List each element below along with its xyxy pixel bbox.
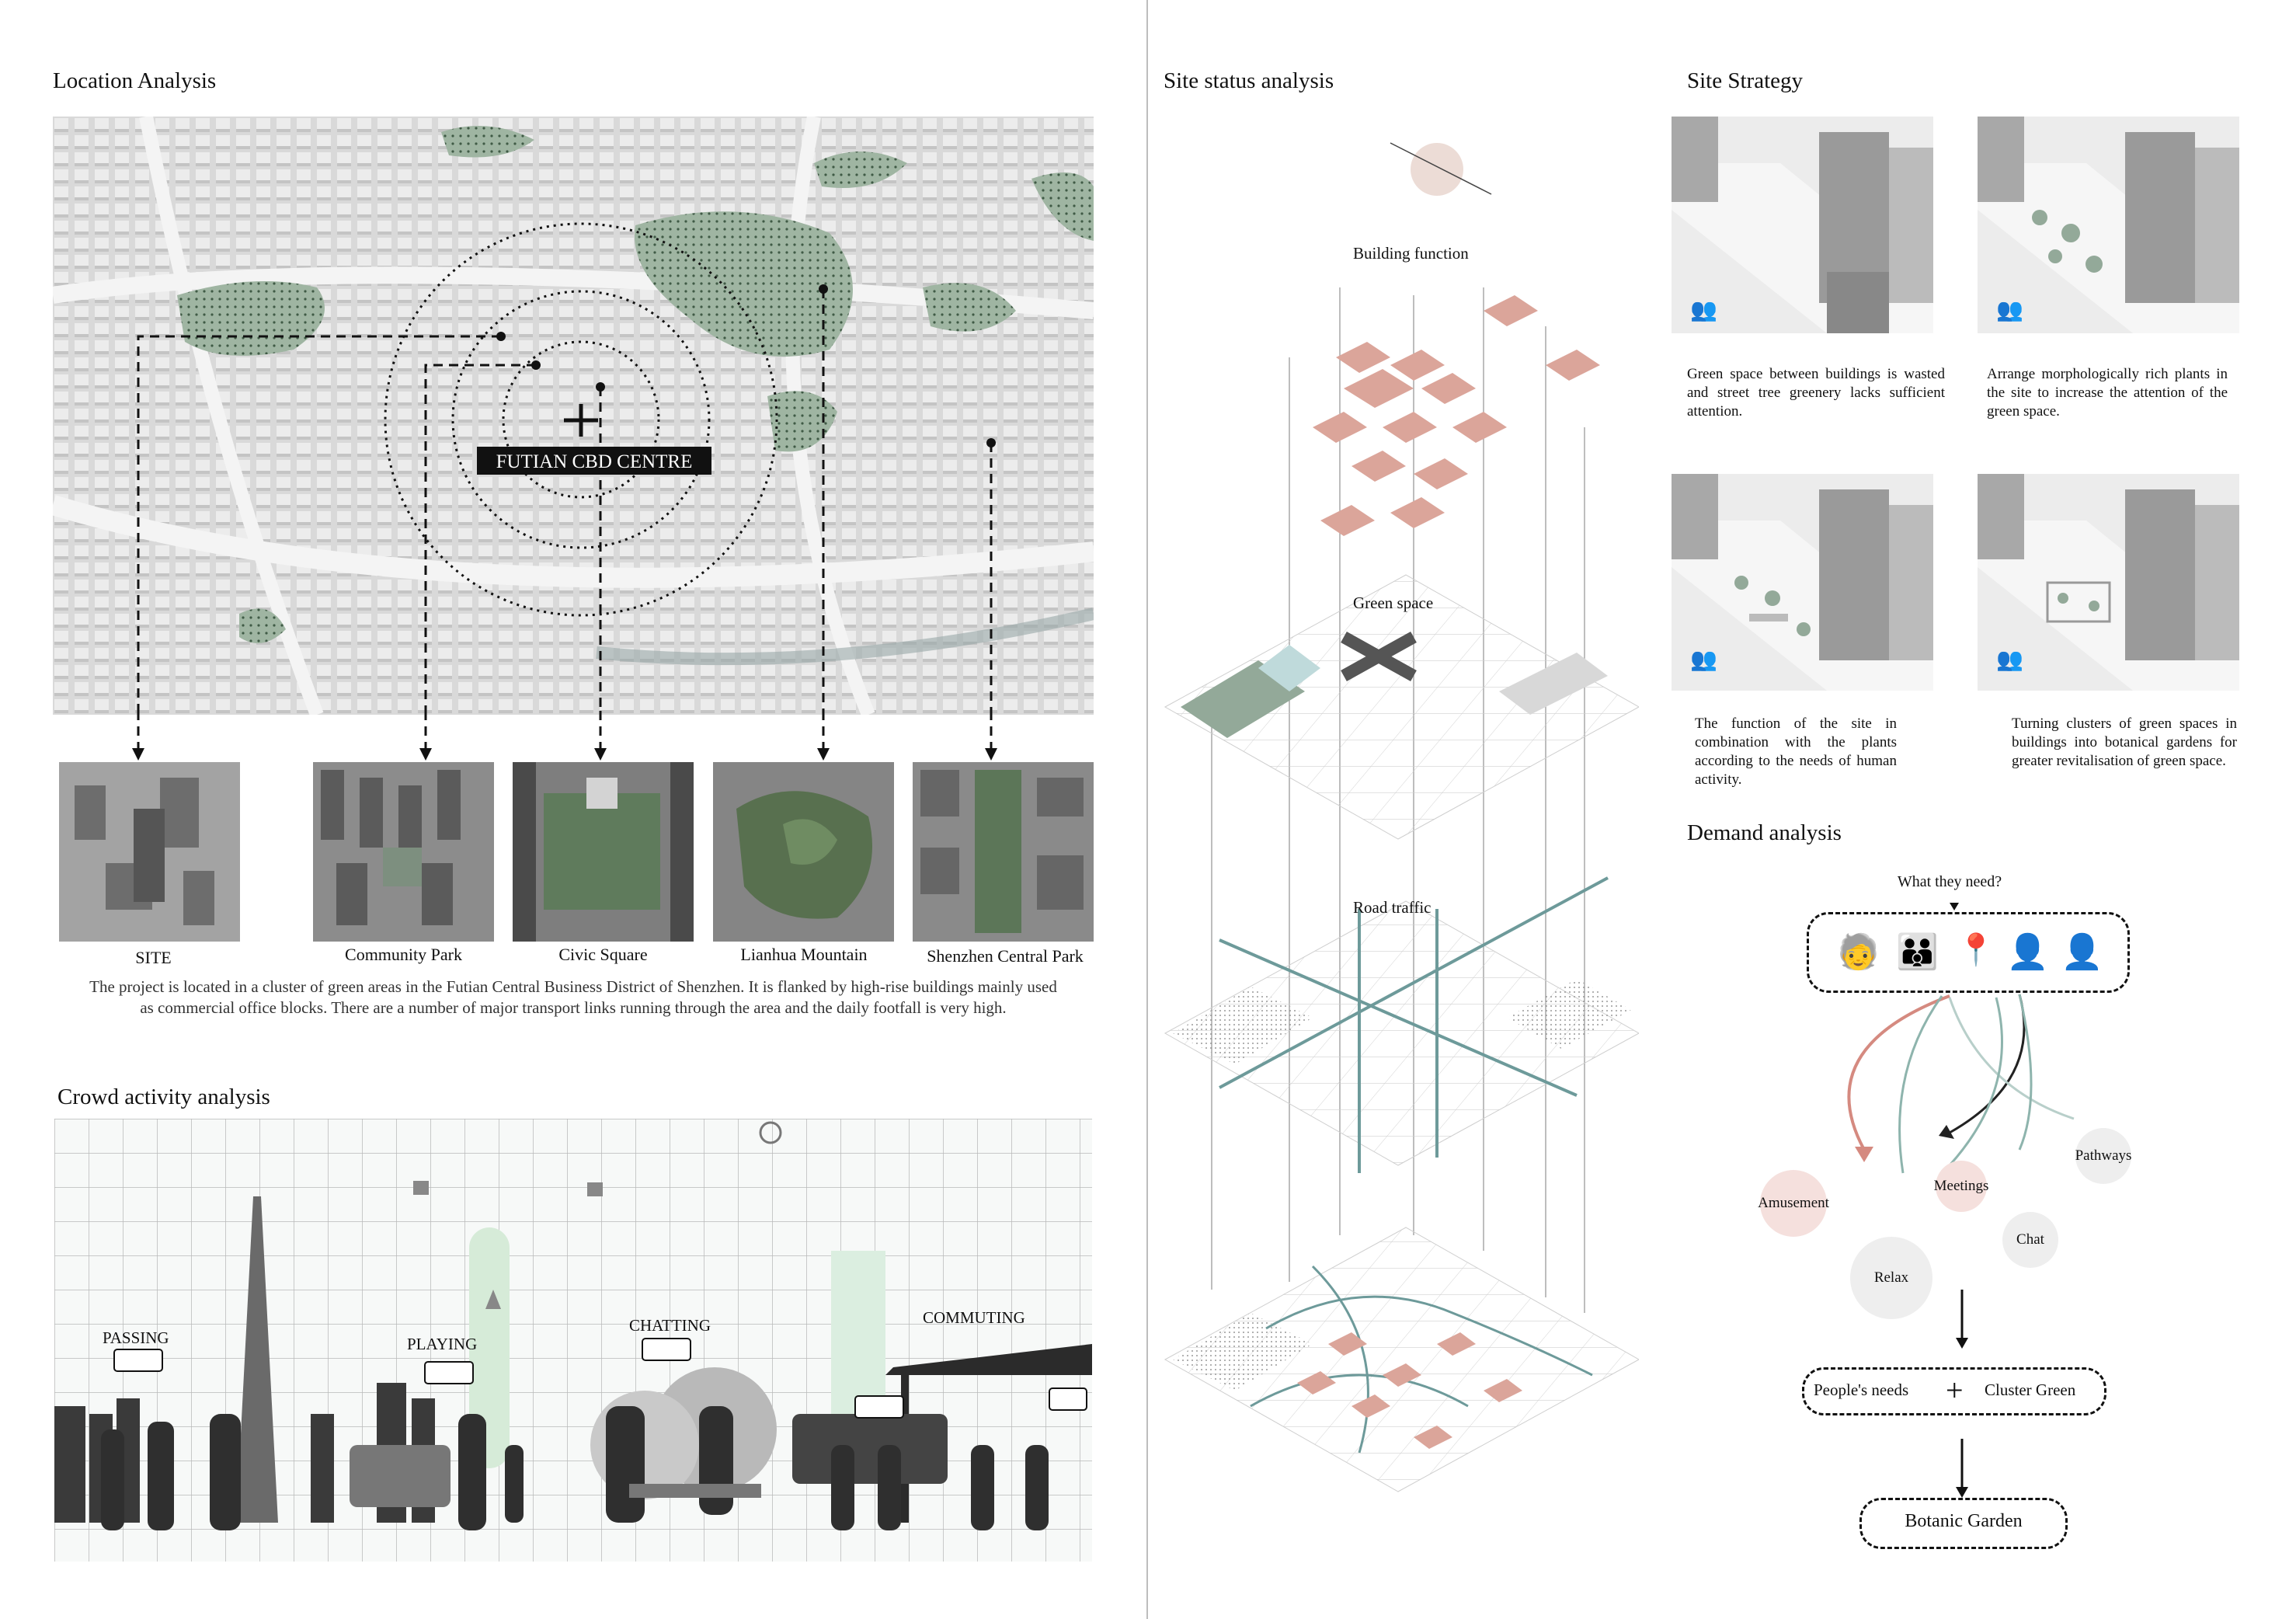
need-meetings-label: Meetings bbox=[1933, 1178, 1989, 1194]
flow-arrows bbox=[1956, 1290, 1968, 1498]
people-icon: 👥 bbox=[1996, 648, 2023, 672]
page-divider bbox=[1146, 0, 1148, 1619]
thumb-site bbox=[59, 762, 240, 942]
formula-box: People's needs + Cluster Green bbox=[1802, 1367, 2106, 1415]
strategy-render-3 bbox=[1672, 474, 1933, 691]
strategy-text-4: Turning clusters of green spaces in buil… bbox=[2012, 715, 2237, 769]
layer-label-road-traffic: Road traffic bbox=[1353, 898, 1432, 917]
layer-label-green-space: Green space bbox=[1353, 594, 1434, 612]
person-icon: 👤 bbox=[2061, 933, 2103, 971]
thumb-label-civic-square: Civic Square bbox=[558, 945, 648, 964]
thumb-label-community-park: Community Park bbox=[345, 945, 462, 964]
location-pin-icon: 📍 bbox=[1957, 932, 1995, 967]
strategy-text-2: Arrange morphologically rich plants in t… bbox=[1987, 366, 2228, 420]
strategy-render-1 bbox=[1672, 117, 1933, 333]
strategy-render-4-graphic bbox=[1978, 474, 2239, 691]
result-box: Botanic Garden bbox=[1859, 1498, 2068, 1549]
businessman-icon: 👤 bbox=[2006, 933, 2049, 971]
user-groups-box: 🧓 👪 📍 👤 👤 bbox=[1807, 912, 2130, 993]
demand-title: Demand analysis bbox=[1687, 820, 1842, 845]
need-pathways-label: Pathways bbox=[2075, 1147, 2132, 1164]
crowd-label-playing: PLAYING bbox=[407, 1335, 478, 1353]
thumb-civic-square-graphic bbox=[513, 762, 694, 942]
thumb-community-park bbox=[313, 762, 494, 942]
need-chat-label: Chat bbox=[2016, 1231, 2044, 1248]
elderly-person-icon: 🧓 bbox=[1837, 933, 1880, 971]
people-icon: 👥 bbox=[1690, 648, 1717, 672]
thumb-lianhua-mountain bbox=[713, 762, 894, 942]
thumb-label-site: SITE bbox=[135, 948, 172, 967]
strategy-render-2 bbox=[1978, 117, 2239, 333]
formula-people-needs: People's needs bbox=[1814, 1381, 1909, 1399]
need-relax-label: Relax bbox=[1873, 1269, 1909, 1286]
demand-arrows bbox=[1847, 903, 2075, 1174]
map-graphic bbox=[53, 117, 1094, 715]
map-centre-label: FUTIAN CBD CENTRE bbox=[496, 451, 693, 472]
exploded-axonometric-graphic bbox=[1164, 142, 1639, 1492]
demand-question: What they need? bbox=[1897, 873, 2002, 890]
location-map bbox=[53, 117, 1094, 715]
passing-speech-bubble bbox=[113, 1349, 163, 1372]
need-amusement: Amusement bbox=[1758, 1170, 1829, 1237]
commuting-speech-bubble bbox=[854, 1395, 904, 1419]
site-status-title: Site status analysis bbox=[1164, 68, 1334, 93]
crowd-label-commuting: COMMUTING bbox=[923, 1308, 1025, 1327]
thumb-label-lianhua-mountain: Lianhua Mountain bbox=[740, 945, 868, 964]
crowd-title: Crowd activity analysis bbox=[57, 1085, 270, 1109]
crowd-label-passing: PASSING bbox=[103, 1328, 169, 1347]
thumb-shenzhen-central-park-graphic bbox=[913, 762, 1094, 942]
strategy-render-1-graphic bbox=[1672, 117, 1933, 333]
need-amusement-label: Amusement bbox=[1758, 1195, 1829, 1211]
chatting-speech-bubble bbox=[642, 1338, 691, 1361]
formula-cluster-green: Cluster Green bbox=[1985, 1381, 2076, 1399]
site-strategy-title: Site Strategy bbox=[1687, 68, 1804, 93]
strategy-text-3: The function of the site in combination … bbox=[1695, 715, 1897, 788]
thumb-site-graphic bbox=[59, 762, 240, 942]
crowd-panel bbox=[54, 1119, 1092, 1562]
plus-icon: + bbox=[1946, 1373, 1964, 1408]
need-meetings: Meetings bbox=[1933, 1161, 1989, 1212]
thumb-community-park-graphic bbox=[313, 762, 494, 942]
location-description: The project is located in a cluster of g… bbox=[89, 977, 1057, 1017]
crowd-graphic bbox=[54, 1119, 1092, 1562]
thumb-lianhua-mountain-graphic bbox=[713, 762, 894, 942]
need-chat: Chat bbox=[2002, 1212, 2058, 1268]
thumb-label-shenzhen-central-park: Shenzhen Central Park bbox=[927, 946, 1084, 966]
commuting-speech-bubble-2 bbox=[1049, 1387, 1087, 1411]
strategy-render-2-graphic bbox=[1978, 117, 2239, 333]
people-icon: 👥 bbox=[1996, 298, 2023, 322]
strategy-render-4 bbox=[1978, 474, 2239, 691]
parent-child-icon: 👪 bbox=[1896, 933, 1939, 971]
people-icon: 👥 bbox=[1690, 298, 1717, 322]
thumb-shenzhen-central-park bbox=[913, 762, 1094, 942]
strategy-render-3-graphic bbox=[1672, 474, 1933, 691]
result-botanic-garden: Botanic Garden bbox=[1905, 1511, 2023, 1531]
strategy-text-1: Green space between buildings is wasted … bbox=[1687, 366, 1945, 420]
playing-speech-bubble bbox=[424, 1361, 474, 1384]
location-title: Location Analysis bbox=[53, 68, 217, 93]
thumb-civic-square bbox=[513, 762, 694, 942]
crowd-label-chatting: CHATTING bbox=[629, 1316, 711, 1335]
layer-label-building-function: Building function bbox=[1353, 244, 1469, 263]
need-relax: Relax bbox=[1850, 1237, 1932, 1319]
need-pathways: Pathways bbox=[2075, 1128, 2131, 1184]
thumb-arrows bbox=[132, 711, 997, 761]
